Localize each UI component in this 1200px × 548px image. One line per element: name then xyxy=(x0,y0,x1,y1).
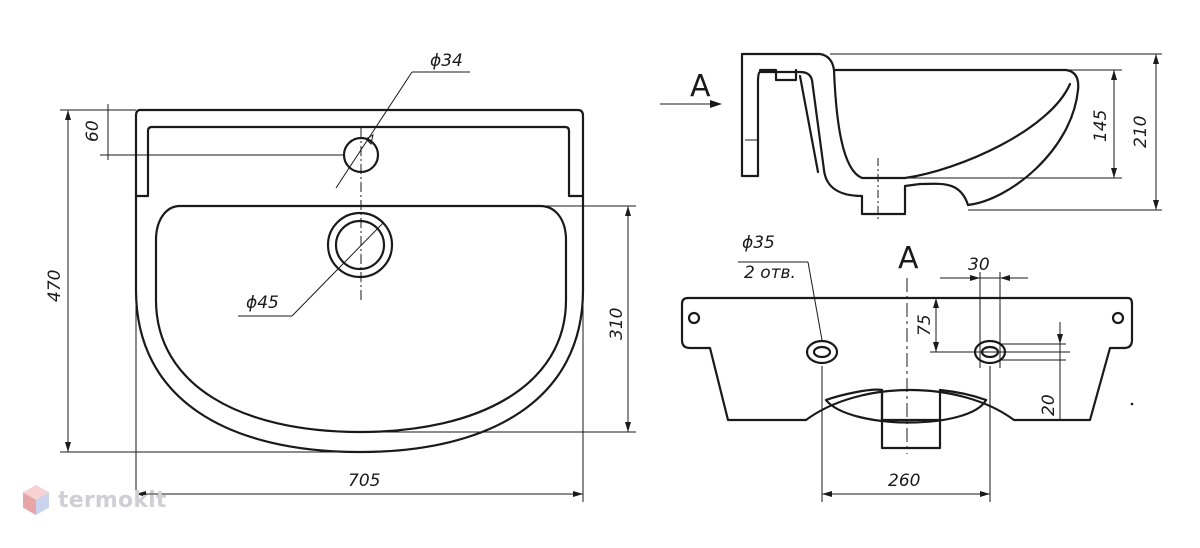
label-h310: 310 xyxy=(607,308,627,340)
view-arrow-label: A xyxy=(690,69,711,104)
hexagon-logo-icon xyxy=(23,485,49,515)
drain-outer xyxy=(326,211,394,279)
basin-outer-contour xyxy=(134,108,585,454)
label-d34: ϕ34 xyxy=(430,51,463,71)
label-d45: ϕ45 xyxy=(246,293,279,313)
dimension-60: 60 xyxy=(60,104,344,160)
label-h75: 75 xyxy=(915,314,935,336)
dimension-705: 705 xyxy=(135,200,584,502)
label-h145: 145 xyxy=(1091,110,1111,142)
dimension-20: 20 xyxy=(1000,322,1066,420)
label-h60: 60 xyxy=(83,120,103,142)
label-d35: ϕ35 xyxy=(742,233,775,253)
label-holes: 2 отв. xyxy=(744,263,796,283)
dimension-d45: ϕ45 xyxy=(238,221,385,317)
label-h210: 210 xyxy=(1131,116,1151,148)
view-a-title: A xyxy=(898,241,919,276)
side-section: A xyxy=(660,52,1080,222)
view-a: A xyxy=(680,241,1134,454)
view-a-outer-contour xyxy=(680,296,1134,422)
dimension-75: 75 xyxy=(915,298,1070,353)
drain-inner xyxy=(334,219,386,271)
label-w260: 260 xyxy=(888,471,920,491)
label-h470: 470 xyxy=(45,270,65,302)
dimension-470: 470 xyxy=(45,110,360,453)
dimension-260: 260 xyxy=(821,366,991,502)
label-w30: 30 xyxy=(968,255,990,275)
label-w705: 705 xyxy=(348,471,380,491)
top-view xyxy=(134,108,585,454)
rim-notch xyxy=(134,125,585,198)
label-h20: 20 xyxy=(1039,394,1059,416)
side-inner-bowl xyxy=(832,68,1072,180)
dimension-145: 145 xyxy=(905,69,1122,179)
side-outer-contour xyxy=(740,52,1080,216)
dimension-d35: ϕ35 2 отв. xyxy=(738,233,823,341)
dimension-210: 210 xyxy=(830,53,1162,211)
watermark-text: termokit xyxy=(58,487,167,513)
dimension-30: 30 xyxy=(940,255,1028,368)
dimension-310: 310 xyxy=(360,205,636,433)
overflow-channel xyxy=(758,68,798,82)
dimension-d34: ϕ34 xyxy=(335,51,470,189)
watermark-logo: termokit xyxy=(22,484,167,516)
